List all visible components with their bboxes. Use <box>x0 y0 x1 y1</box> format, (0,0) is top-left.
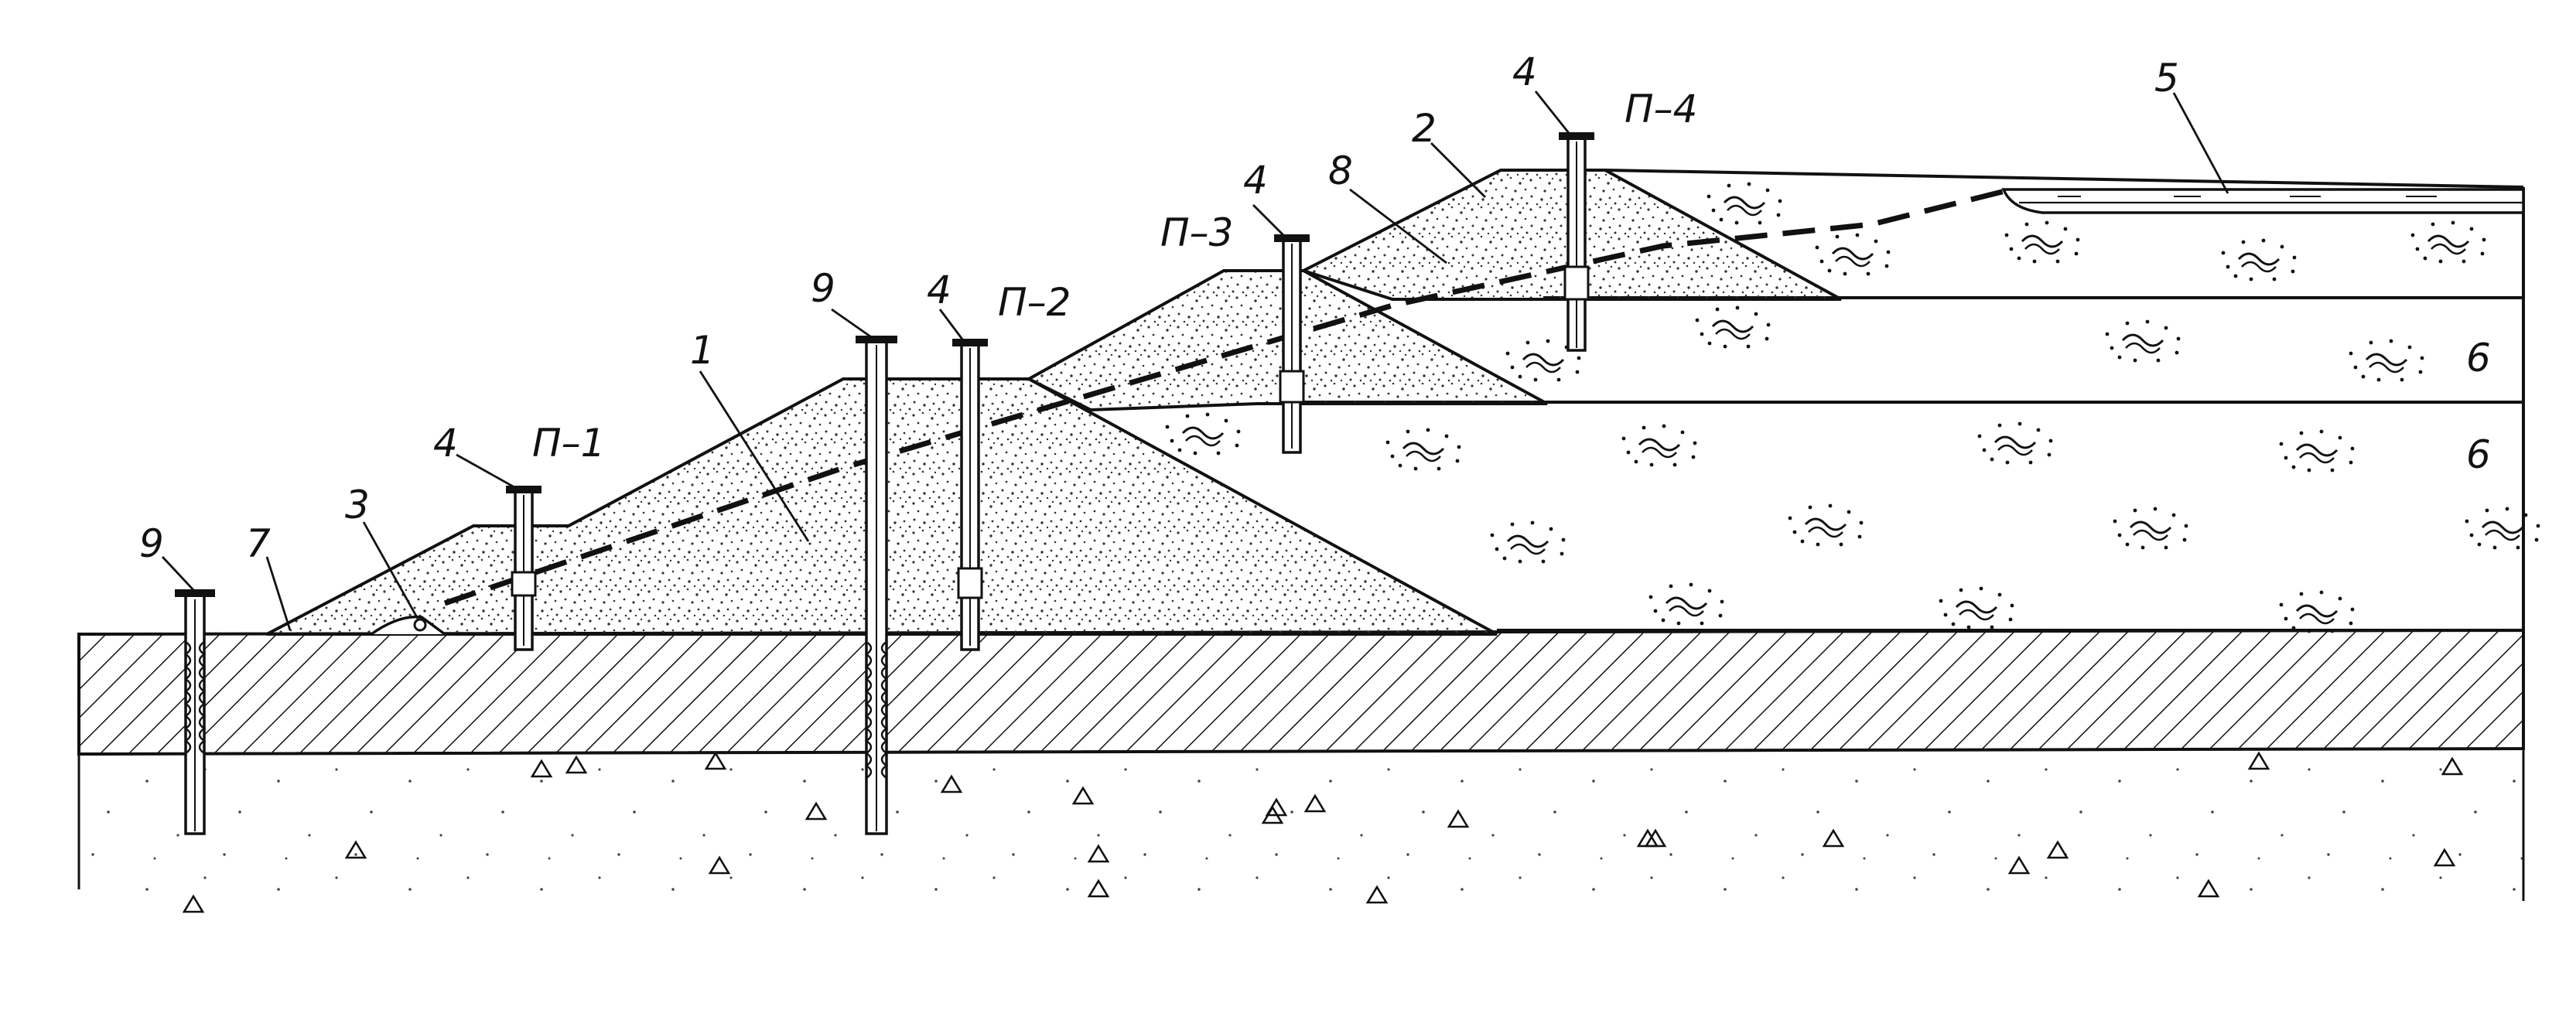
label-piezometer-p2: 4 <box>927 268 951 312</box>
tailings-texture-mark <box>2348 338 2425 383</box>
tailings-texture-mark <box>1787 503 1864 548</box>
tailings-texture-mark <box>1814 232 1891 277</box>
tailings-texture-mark <box>2464 506 2541 551</box>
leader-lines <box>161 90 2229 631</box>
label-piezometer-p3: 4 <box>1243 158 1268 203</box>
label-tailings-lower: 6 <box>2466 432 2491 477</box>
label-filtration-curve: 8 <box>1328 148 1353 193</box>
tailings-texture-mark <box>1938 585 2015 630</box>
label-p1: П–1 <box>532 421 605 466</box>
well-left <box>175 589 215 835</box>
tailings-texture-mark <box>1489 520 1566 565</box>
tailings-texture-mark <box>1621 423 1698 468</box>
tailings-texture-mark <box>2104 319 2181 363</box>
piezometer-p2 <box>952 339 988 651</box>
tailings-texture-mark <box>2278 428 2356 473</box>
tailings-texture-mark <box>2004 220 2081 264</box>
clay-layer <box>77 628 2525 756</box>
tailings-texture-mark <box>1706 181 1783 226</box>
piezometer-p1 <box>506 486 542 651</box>
label-upper-dam: 2 <box>1412 106 1437 151</box>
label-p3: П–3 <box>1160 210 1233 255</box>
tailings-texture-mark <box>1694 305 1771 350</box>
tailings-texture-mark <box>2278 589 2356 634</box>
labels: 9 7 3 4 П–1 1 9 4 П–2 П–3 4 8 2 4 П–4 5 … <box>139 49 2491 566</box>
label-well-middle: 9 <box>811 266 835 311</box>
label-piezometer-p4: 4 <box>1512 49 1537 94</box>
ground-layer <box>77 746 2525 913</box>
label-p4: П–4 <box>1625 87 1697 131</box>
label-tailings-upper: 6 <box>2466 336 2491 380</box>
tailings-texture-mark <box>1164 411 1242 456</box>
label-p2: П–2 <box>998 280 1071 325</box>
label-piezometer-p1: 4 <box>433 421 458 466</box>
piezometer-p4 <box>1559 132 1594 352</box>
label-drain: 3 <box>345 483 370 527</box>
pond <box>2001 188 2525 214</box>
label-dam: 1 <box>690 328 715 373</box>
label-well-left: 9 <box>139 521 164 566</box>
tailings-texture-mark <box>1976 421 2054 466</box>
piezometers <box>175 132 1594 835</box>
label-clay-layer: 7 <box>246 521 271 566</box>
tailings-texture-mark <box>2220 237 2298 282</box>
tailings-texture-mark <box>2112 506 2189 551</box>
piezometer-p3 <box>1274 234 1310 454</box>
well-middle <box>856 336 897 835</box>
label-pond: 5 <box>2154 56 2179 101</box>
tailings-texture-mark <box>2410 220 2487 264</box>
tailings-texture-mark <box>1385 427 1462 472</box>
tailings-texture-mark <box>1648 582 1725 626</box>
